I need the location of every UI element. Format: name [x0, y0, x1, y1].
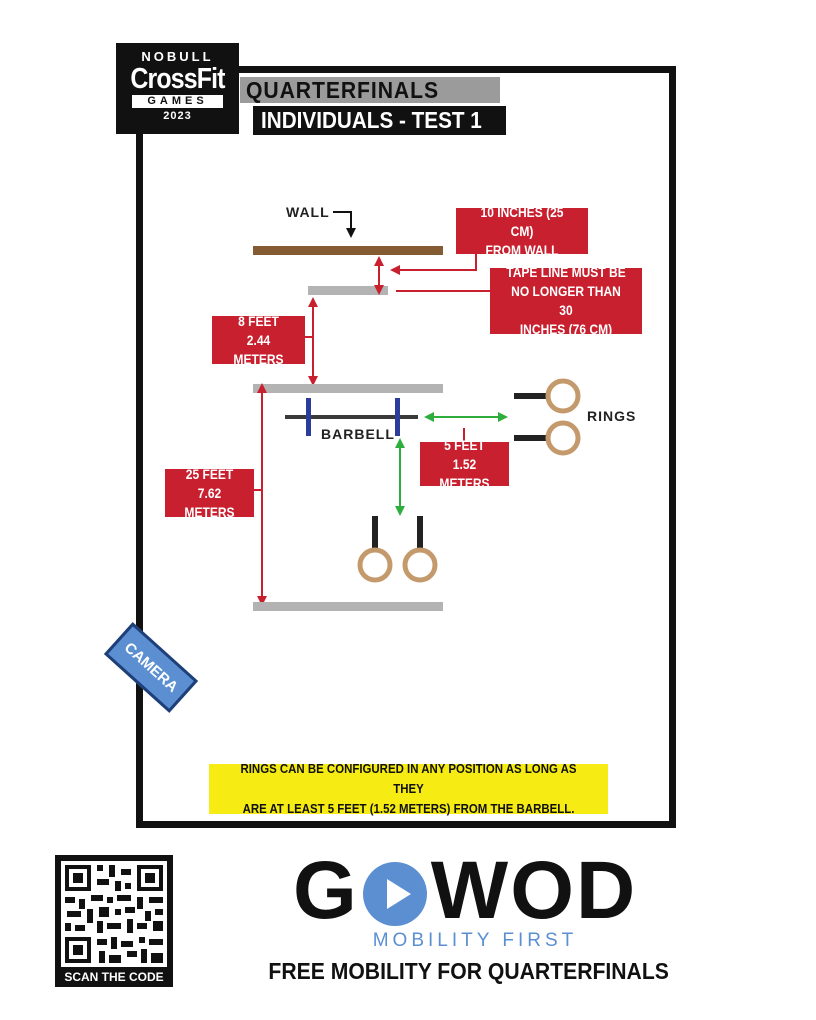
rings-distance-callout: 5 FEET 1.52 METERS — [420, 437, 509, 491]
rings-label: RINGS — [587, 408, 637, 424]
logo-brand: CrossFit — [130, 63, 225, 95]
tape-line-bottom — [253, 602, 443, 611]
page-subtitle-banner: INDIVIDUALS - TEST 1 — [253, 106, 506, 135]
wall-label-pointer — [390, 252, 477, 275]
crossfit-games-logo: NOBULL CrossFit GAMES 2023 — [116, 43, 239, 134]
tape-line-text: TAPE LINE MUST BE NO LONGER THAN 30 INCH… — [506, 264, 626, 337]
play-icon — [362, 862, 427, 926]
tape-line-top — [253, 384, 443, 393]
footer-cta-text: FREE MOBILITY FOR QUARTERFINALS — [268, 958, 670, 984]
brand-right: WOD — [430, 845, 638, 936]
tape-line-callout: TAPE LINE MUST BE NO LONGER THAN 30 INCH… — [490, 264, 642, 337]
footer-cta: FREE MOBILITY FOR QUARTERFINALS — [238, 958, 700, 985]
brand-tagline: MOBILITY FIRST — [372, 930, 578, 951]
rings-note-text: RINGS CAN BE CONFIGURED IN ANY POSITION … — [240, 761, 577, 816]
ring-icon — [545, 378, 581, 414]
wall-pointer-arrow — [333, 211, 356, 238]
length-text: 25 FEET 7.62 METERS — [184, 465, 235, 520]
barbell-plate-right — [395, 398, 400, 436]
logo-games: GAMES — [132, 95, 223, 108]
page-title-banner: QUARTERFINALS — [240, 77, 500, 103]
ring-icon — [402, 547, 438, 583]
tape-line-short — [308, 286, 388, 295]
barbell-plate-left — [306, 398, 311, 436]
wall-bar — [253, 246, 443, 255]
brand-left: G — [293, 845, 359, 936]
qr-code-pattern — [61, 861, 167, 967]
height-text: 8 FEET 2.44 METERS — [233, 312, 284, 367]
logo-sponsor: NOBULL — [141, 49, 214, 64]
page-title: QUARTERFINALS — [246, 77, 439, 103]
qr-code[interactable]: SCAN THE CODE — [55, 855, 173, 987]
page-subtitle: INDIVIDUALS - TEST 1 — [261, 107, 482, 133]
ring-icon — [357, 547, 393, 583]
qr-caption: SCAN THE CODE — [64, 970, 164, 984]
wall-distance-text: 10 INCHES (25 CM) FROM WALL — [480, 203, 564, 258]
wall-distance-callout: 10 INCHES (25 CM) FROM WALL — [456, 204, 588, 258]
logo-year: 2023 — [163, 110, 192, 122]
wall-label: WALL — [286, 204, 330, 220]
barbell-label: BARBELL — [321, 426, 395, 442]
height-callout: 8 FEET 2.44 METERS — [212, 313, 305, 367]
ring-icon — [545, 420, 581, 456]
rings-distance-text: 5 FEET 1.52 METERS — [439, 436, 490, 491]
length-callout: 25 FEET 7.62 METERS — [165, 466, 254, 520]
diagram-frame — [136, 66, 676, 828]
rings-note: RINGS CAN BE CONFIGURED IN ANY POSITION … — [209, 761, 608, 816]
